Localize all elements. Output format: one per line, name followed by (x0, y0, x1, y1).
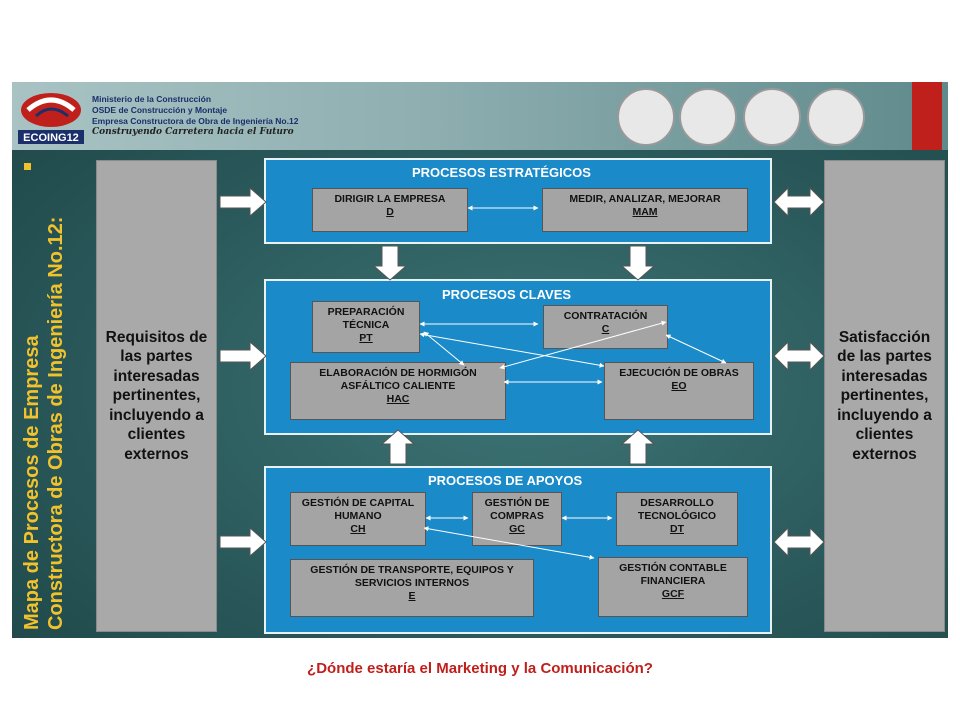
node-code: CH (350, 523, 366, 535)
node-ejecucion: EJECUCIÓN DE OBRAS EO (604, 362, 754, 420)
logo-text: ECOING12 (23, 132, 79, 144)
key-title: PROCESOS CLAVES (442, 287, 572, 302)
input-arrow-icon (219, 340, 267, 372)
node-code: HAC (386, 393, 410, 405)
down-arrow-icon (372, 245, 408, 281)
certification-seal-icon (617, 88, 675, 146)
input-arrow-icon (219, 526, 267, 558)
node-label: MEDIR, ANALIZAR, MEJORAR (569, 193, 721, 205)
node-code: DT (670, 523, 684, 535)
node-label: GESTIÓN DE TRANSPORTE, EQUIPOS Y SERVICI… (310, 564, 514, 589)
node-label: GESTIÓN DE COMPRAS (484, 497, 550, 522)
node-label: GESTIÓN DE CAPITAL HUMANO (301, 497, 415, 522)
red-accent-bar (912, 82, 942, 150)
node-code: GCF (661, 588, 685, 600)
input-arrow-icon (219, 186, 267, 218)
satisfaction-box: Satisfacción de las partes interesadas p… (824, 160, 945, 632)
org-line-ministry: Ministerio de la Construcción (92, 94, 212, 104)
caption-question: ¿Dónde estaría el Marketing y la Comunic… (307, 660, 653, 677)
org-line-company: Empresa Constructora de Obra de Ingenier… (92, 116, 299, 126)
up-arrow-icon (380, 429, 416, 465)
up-arrow-icon (620, 429, 656, 465)
node-code: PT (359, 332, 373, 344)
node-label: DESARROLLO TECNOLÓGICO (637, 497, 717, 522)
support-title: PROCESOS DE APOYOS (428, 473, 583, 488)
header-band: ECOING12 Ministerio de la Construcción O… (12, 82, 948, 150)
node-code: D (386, 206, 394, 218)
node-contable: GESTIÓN CONTABLE FINANCIERA GCF (598, 557, 748, 617)
node-code: EO (671, 380, 687, 392)
node-label: CONTRATACIÓN (563, 310, 648, 322)
output-double-arrow-icon (773, 526, 825, 558)
node-label: EJECUCIÓN DE OBRAS (619, 367, 739, 379)
organization-text: Ministerio de la Construcción OSDE de Co… (92, 94, 298, 138)
node-label: PREPARACIÓN TÉCNICA (327, 306, 405, 331)
output-double-arrow-icon (773, 340, 825, 372)
node-label: GESTIÓN CONTABLE FINANCIERA (619, 562, 727, 587)
node-transporte: GESTIÓN DE TRANSPORTE, EQUIPOS Y SERVICI… (290, 559, 534, 617)
node-dirigir: DIRIGIR LA EMPRESA D (312, 188, 468, 232)
certification-seal-icon (679, 88, 737, 146)
strategic-processes-panel: PROCESOS ESTRATÉGICOS DIRIGIR LA EMPRESA… (264, 158, 772, 244)
node-code: E (408, 590, 416, 602)
output-double-arrow-icon (773, 186, 825, 218)
node-elaboracion: ELABORACIÓN DE HORMIGÓN ASFÁLTICO CALIEN… (290, 362, 506, 420)
strategic-title: PROCESOS ESTRATÉGICOS (412, 165, 591, 180)
down-arrow-icon (620, 245, 656, 281)
node-capital-humano: GESTIÓN DE CAPITAL HUMANO CH (290, 492, 426, 546)
node-preparacion: PREPARACIÓN TÉCNICA PT (312, 301, 420, 353)
node-label: ELABORACIÓN DE HORMIGÓN ASFÁLTICO CALIEN… (319, 367, 477, 392)
node-desarrollo: DESARROLLO TECNOLÓGICO DT (616, 492, 738, 546)
org-line-osde: OSDE de Construcción y Montaje (92, 105, 228, 115)
slogan: Construyendo Carretera hacia el Futuro (92, 127, 294, 137)
node-label: DIRIGIR LA EMPRESA (334, 193, 446, 205)
certification-seal-icon (807, 88, 865, 146)
company-logo: ECOING12 (18, 93, 84, 144)
certification-seal-icon (743, 88, 801, 146)
node-code: MAM (632, 206, 658, 218)
requirements-box: Requisitos de las partes interesadas per… (96, 160, 217, 632)
connector-arrows (219, 186, 825, 560)
process-map-slide: ECOING12 Ministerio de la Construcción O… (12, 82, 948, 638)
node-medir: MEDIR, ANALIZAR, MEJORAR MAM (542, 188, 748, 232)
